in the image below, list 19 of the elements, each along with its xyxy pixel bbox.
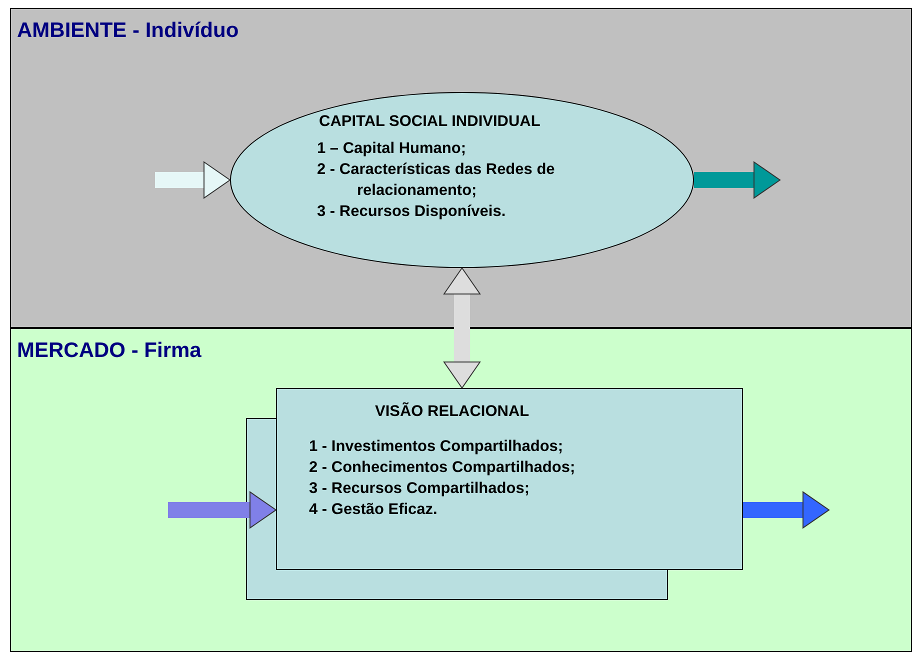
arrow (168, 491, 276, 528)
list-item: 2 - Características das Redes de relacionamento; (317, 160, 556, 201)
process-box (276, 388, 743, 570)
list-item: 2 - Conhecimentos Compartilhados; (309, 458, 576, 478)
region-band (10, 8, 912, 328)
arrow (444, 268, 480, 388)
arrow (155, 162, 230, 198)
list-item: 1 - Investimentos Compartilhados; (309, 437, 564, 457)
region-title: MERCADO - Firma (17, 339, 202, 363)
region-band (10, 328, 912, 652)
arrow (694, 162, 780, 198)
list-item: 3 - Recursos Disponíveis. (317, 202, 506, 222)
node-heading: VISÃO RELACIONAL (375, 401, 530, 422)
arrow (743, 491, 830, 528)
list-item: 1 – Capital Humano; (317, 139, 466, 159)
list-item: 4 - Gestão Eficaz. (309, 500, 438, 520)
node-heading: CAPITAL SOCIAL INDIVIDUAL (319, 112, 540, 132)
region-title: AMBIENTE - Indivíduo (17, 19, 239, 43)
list-item: 3 - Recursos Compartilhados; (309, 479, 530, 499)
